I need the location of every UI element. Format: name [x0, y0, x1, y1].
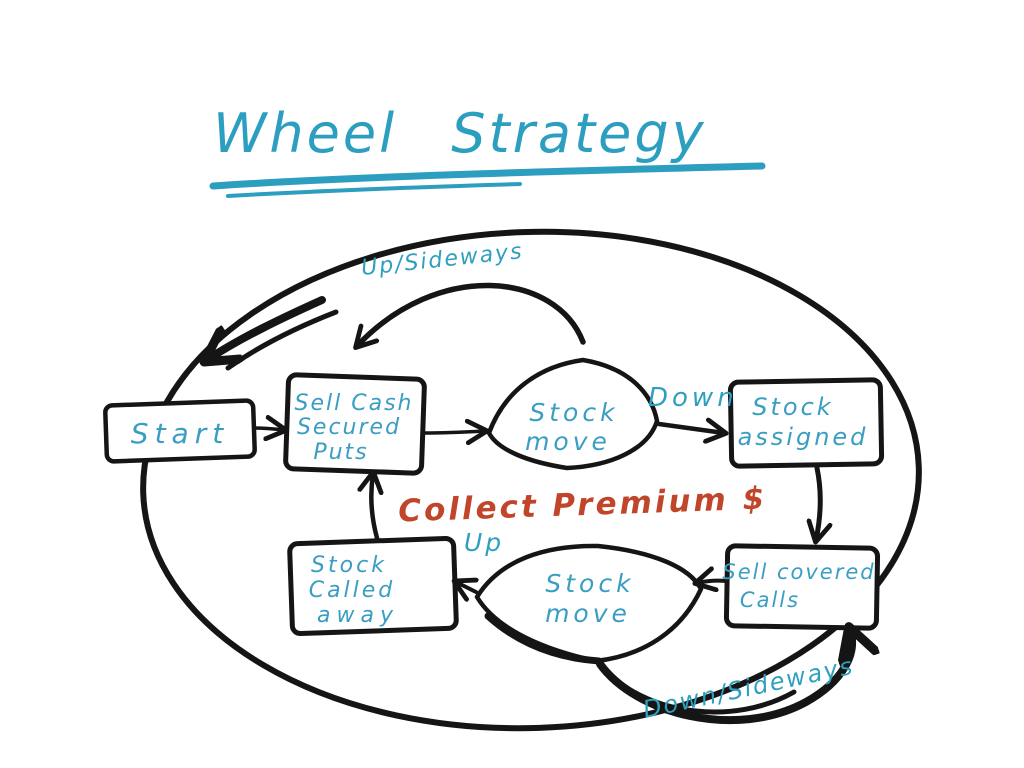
- sell-puts-label-line1: Sell Cash: [295, 391, 414, 416]
- wheel-arrowhead-echo: [225, 309, 339, 371]
- start-label: Start: [131, 417, 229, 450]
- called-away-label-line2: Called: [309, 578, 396, 603]
- diagram-title: Wheel Strategy: [213, 102, 707, 165]
- sell-calls-label-line1: Sell covered: [722, 560, 875, 584]
- sell-calls-node: [723, 543, 881, 631]
- arrow-move-to-called-away: [456, 582, 476, 592]
- sell-puts-label-line2: Secured: [297, 415, 401, 440]
- arrow-puts-to-move: [423, 431, 485, 433]
- sell-calls-label-line2: Calls: [740, 588, 800, 612]
- stock-move-bottom-label-line2: move: [545, 599, 631, 628]
- arrow-start-to-puts: [252, 428, 284, 430]
- arrow-move-to-assigned: [656, 424, 724, 433]
- title-underline: [209, 162, 766, 190]
- stock-move-top-label-line2: move: [525, 427, 611, 456]
- stock-move-top-label-line1: Stock: [529, 398, 618, 427]
- stock-move-top-node: [486, 357, 660, 471]
- called-away-label-line3: away: [317, 603, 399, 628]
- sell-puts-label-line3: Puts: [313, 440, 368, 465]
- arrow-calls-to-move: [697, 581, 728, 583]
- title-underline-echo: [226, 182, 522, 198]
- collect-premium-note: Collect Premium $: [398, 481, 768, 530]
- stock-move-bottom-thick-edge: [484, 612, 603, 665]
- wheel-circle: [140, 228, 922, 732]
- arrow-called-away-to-puts: [371, 474, 377, 541]
- called-away-label-line1: Stock: [311, 553, 387, 578]
- stock-assigned-label-line1: Stock: [752, 393, 833, 421]
- label-up-sideways: Up/Sideways: [360, 239, 525, 281]
- label-down: Down: [648, 383, 738, 413]
- wheel-arrowhead: [207, 296, 326, 360]
- arrow-assigned-to-calls: [816, 465, 820, 540]
- stock-assigned-node: [727, 377, 885, 469]
- loop-down-sideways-echo: [609, 673, 797, 715]
- loop-up-sideways: [357, 282, 586, 346]
- label-up: Up: [464, 528, 504, 557]
- stock-move-bottom-label-line1: Stock: [545, 569, 634, 598]
- stock-assigned-label-line2: assigned: [738, 423, 869, 451]
